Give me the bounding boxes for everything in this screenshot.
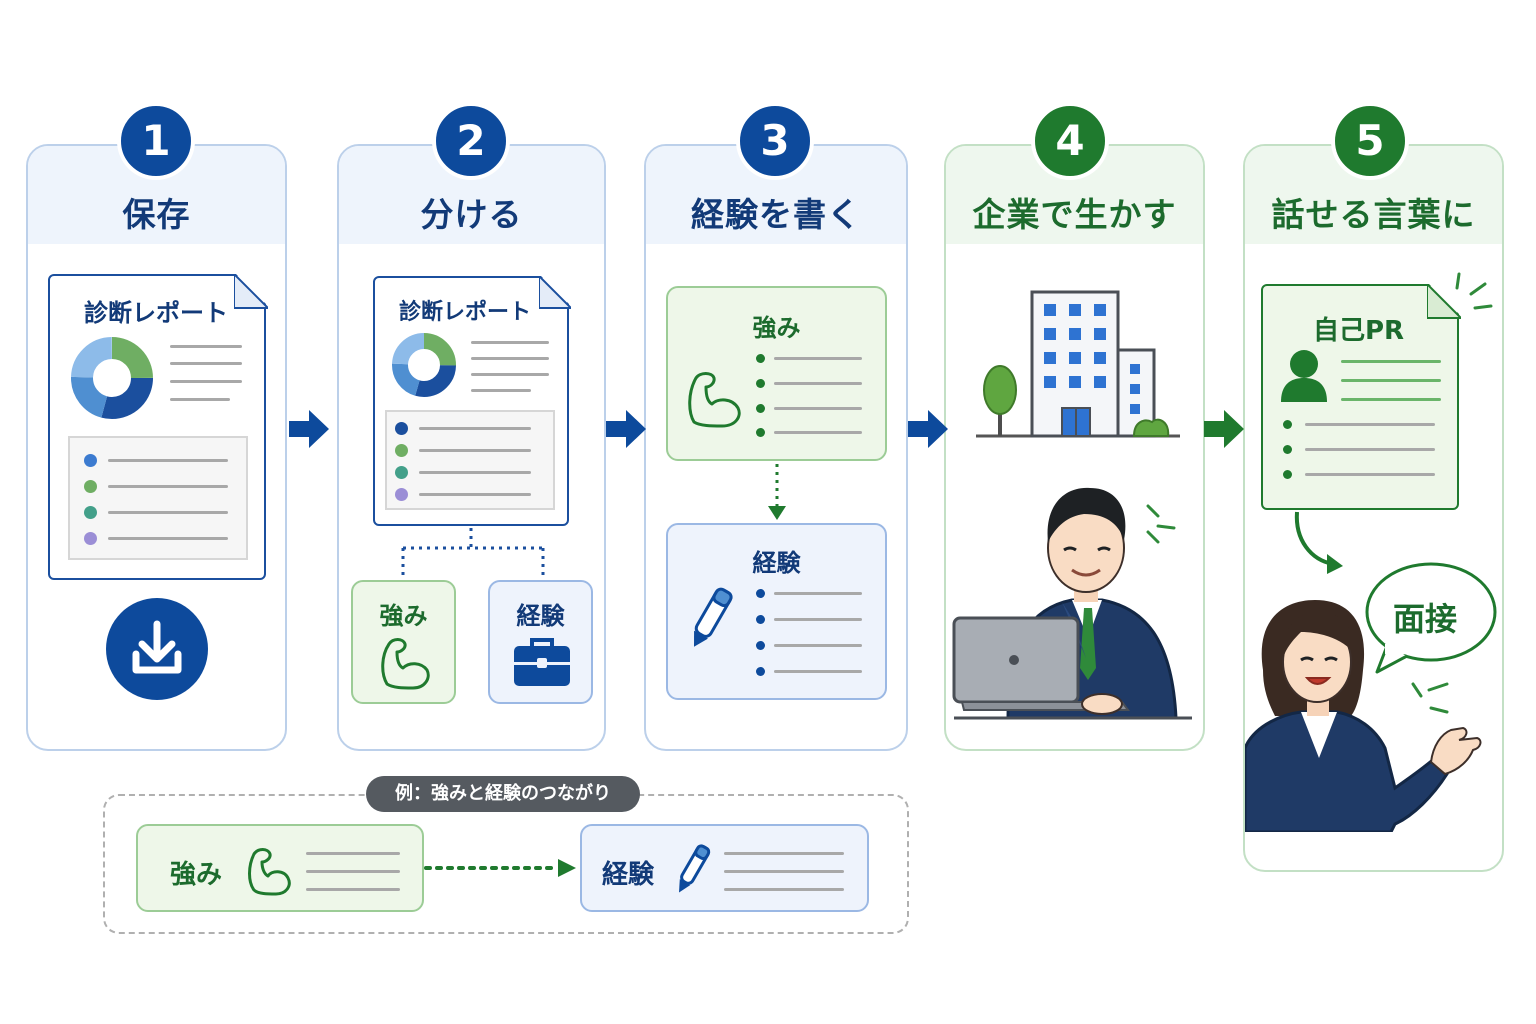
step-3-title: 経験を書く	[691, 195, 861, 234]
arrow-right-icon	[606, 410, 646, 448]
strength-card: 強み	[666, 286, 887, 461]
step-5-panel: 話せる言葉に 自己PR 面接	[1243, 144, 1504, 872]
experience-label: 経験	[516, 602, 565, 630]
page-fold-icon	[1427, 284, 1461, 319]
arrow-right-icon	[1204, 410, 1244, 448]
step-4-title: 企業で生かす	[972, 195, 1177, 234]
arrow-right-icon	[908, 410, 948, 448]
arrow-right-icon	[289, 410, 329, 448]
speech-text: 面接	[1393, 600, 1458, 638]
step-3-badge: 3	[736, 102, 814, 180]
self-pr-title: 自己PR	[1313, 316, 1405, 346]
muscle-arm-icon	[381, 638, 430, 690]
sparkle-icon	[1455, 272, 1493, 310]
step-1-title: 保存	[122, 195, 191, 234]
down-arrow-icon	[768, 464, 786, 520]
page-fold-icon	[539, 276, 571, 309]
report-title: 診断レポート	[399, 300, 532, 325]
sparkle-icon	[1411, 682, 1449, 714]
pen-icon	[679, 844, 711, 893]
step-5-badge: 5	[1331, 102, 1409, 180]
donut-chart-icon	[392, 333, 456, 397]
example-label: 例：強みと経験のつながり	[366, 776, 640, 812]
person-icon	[1281, 350, 1327, 402]
woman-presenting-illustration	[1245, 600, 1482, 832]
step-2-title: 分ける	[420, 195, 523, 234]
experience-label: 経験	[752, 549, 801, 577]
strength-label: 強み	[752, 314, 801, 342]
dotted-arrow-icon	[424, 859, 576, 877]
experience-card: 経験	[666, 523, 887, 700]
muscle-arm-icon	[688, 372, 741, 428]
tree-icon	[983, 365, 1017, 436]
example-experience-card: 経験	[580, 824, 869, 912]
strength-label: 強み	[379, 602, 428, 630]
building-icon	[976, 290, 1180, 438]
speech-bubble	[1365, 562, 1497, 674]
curved-arrow-icon	[1294, 511, 1343, 574]
report-title: 診断レポート	[84, 299, 228, 327]
step-2-badge: 2	[432, 102, 510, 180]
experience-card: 経験	[488, 580, 593, 704]
step-5-title: 話せる言葉に	[1271, 195, 1476, 234]
step-3-panel: 経験を書く 強み 経験	[644, 144, 908, 751]
example-experience-label: 経験	[602, 860, 655, 890]
pen-icon	[694, 587, 733, 647]
download-icon[interactable]	[106, 598, 208, 700]
muscle-arm-icon	[248, 848, 291, 896]
briefcase-icon	[514, 638, 570, 686]
step-4-panel: 企業で生かす	[944, 144, 1205, 751]
strength-card: 強み	[351, 580, 456, 704]
donut-chart-icon	[71, 337, 153, 419]
step-2-panel: 分ける 診断レポート 強み 経験	[337, 144, 606, 751]
step-1-panel: 保存 診断レポート	[26, 144, 287, 751]
step-4-badge: 4	[1031, 102, 1109, 180]
split-connector	[401, 528, 545, 578]
person-at-laptop-illustration	[952, 487, 1192, 720]
sparkle-icon	[1146, 504, 1176, 544]
page-fold-icon	[234, 274, 268, 309]
step-1-badge: 1	[117, 102, 195, 180]
example-strength-card: 強み	[136, 824, 424, 912]
example-strength-label: 強み	[170, 860, 223, 890]
